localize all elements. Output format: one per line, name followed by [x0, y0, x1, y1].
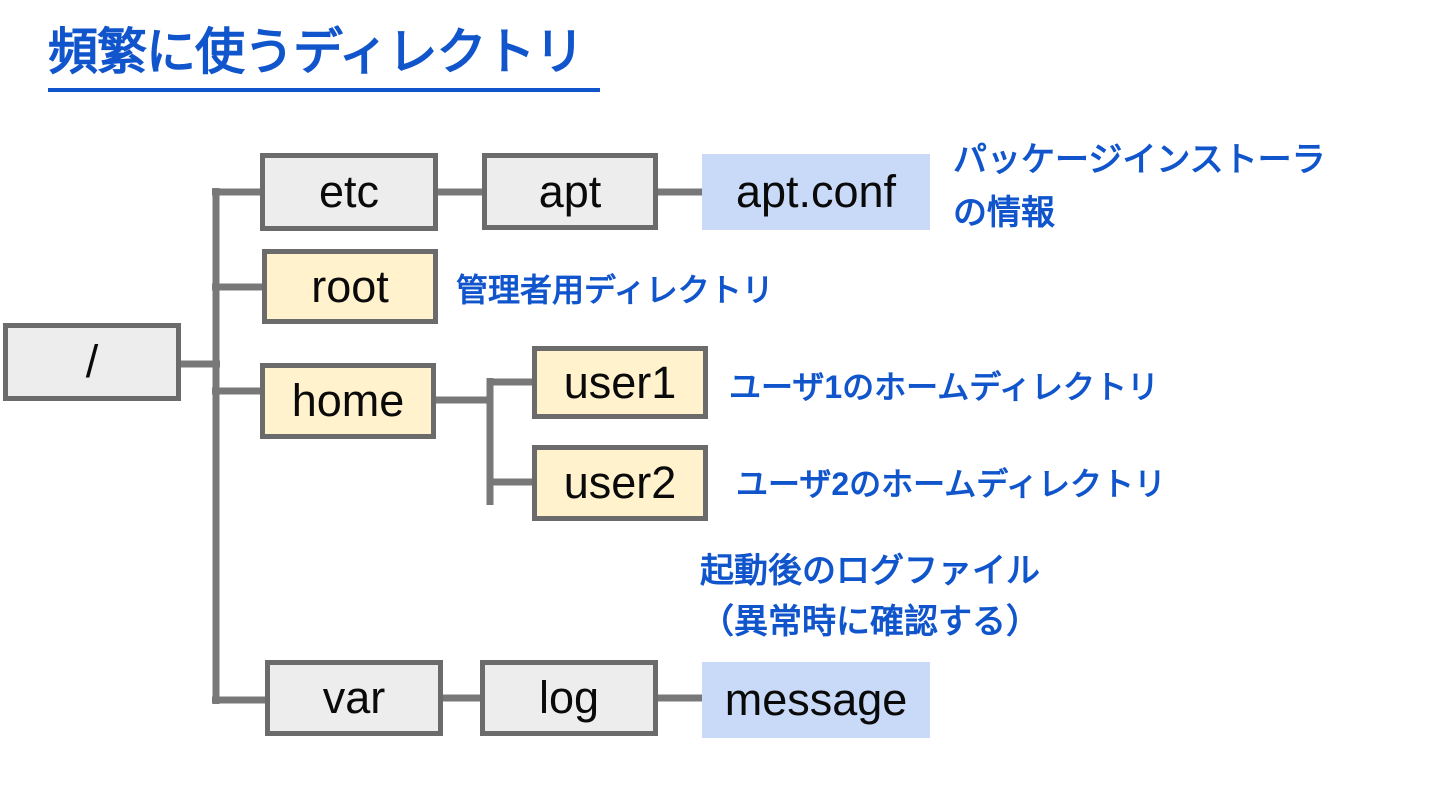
dir-node-root: root [262, 249, 438, 324]
page-title: 頻繁に使うディレクトリ [48, 22, 600, 92]
file-node-apt-conf: apt.conf [702, 154, 930, 230]
note-root-dir: 管理者用ディレクトリ [456, 266, 774, 316]
dir-label: log [538, 672, 600, 723]
dir-label: home [291, 375, 405, 426]
dir-node-log: log [480, 660, 658, 736]
note-line: 起動後のログファイル [700, 552, 1040, 590]
dir-node-apt: apt [482, 153, 658, 230]
dir-node-var: var [265, 660, 443, 736]
dir-node-etc: etc [260, 153, 438, 231]
note-user1-home: ユーザ1のホームディレクトリ [729, 363, 1159, 413]
file-label: message [724, 674, 908, 725]
dir-label: var [322, 672, 386, 723]
note-line: の情報 [953, 193, 1055, 232]
note-log-file: 起動後のログファイル （異常時に確認する） [700, 546, 1040, 648]
dir-label: root [311, 260, 389, 312]
note-user2-home: ユーザ2のホームディレクトリ [736, 460, 1166, 510]
dir-node-user2: user2 [532, 445, 708, 521]
dir-label: apt [538, 165, 602, 217]
dir-label: user2 [563, 457, 677, 508]
file-label: apt.conf [735, 166, 897, 217]
note-line: （異常時に確認する） [700, 603, 1040, 641]
dir-label: / [85, 336, 99, 387]
dir-node-user1: user1 [532, 346, 708, 419]
note-line: ユーザ2のホームディレクトリ [736, 466, 1166, 502]
note-apt-conf: パッケージインストーラ の情報 [953, 134, 1326, 239]
note-line: 管理者用ディレクトリ [456, 272, 774, 308]
dir-label: user1 [563, 356, 677, 408]
dir-node-filesystem-root: / [3, 323, 181, 401]
dir-node-home: home [260, 363, 436, 439]
note-line: パッケージインストーラ [953, 141, 1326, 179]
note-line: ユーザ1のホームディレクトリ [729, 369, 1159, 405]
file-node-message: message [702, 662, 930, 738]
dir-label: etc [318, 166, 380, 217]
